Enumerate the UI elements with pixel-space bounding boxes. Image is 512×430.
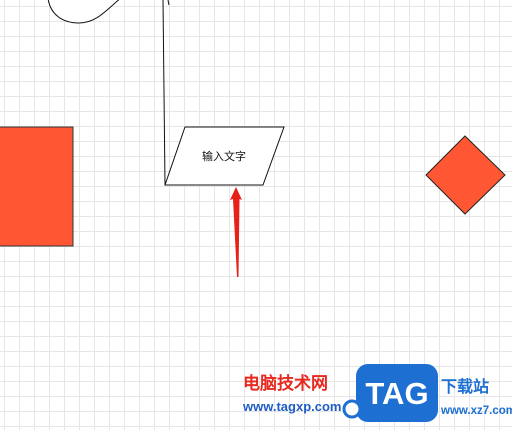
document-shape[interactable] — [47, 0, 121, 24]
tag-logo-icon: TAG — [342, 364, 438, 422]
watermark-logo-url: www.xz7.com — [440, 405, 512, 417]
connector-line[interactable] — [162, 0, 166, 186]
red-up-arrow-icon — [230, 187, 242, 277]
rectangle-shape[interactable] — [0, 126, 74, 247]
watermark: 电脑技术网 www.tagxp.com TAG 下载站 www.xz7.com — [242, 364, 512, 422]
tag-logo-ring — [342, 399, 362, 419]
tag-logo-text: TAG — [365, 376, 428, 411]
watermark-logo-subtitle: 下载站 — [441, 377, 489, 396]
diamond-shape[interactable] — [425, 135, 506, 215]
parallelogram-shape[interactable] — [164, 126, 285, 186]
watermark-site-url: www.tagxp.com — [242, 399, 341, 414]
connector-stub — [167, 0, 170, 6]
parallelogram-node[interactable]: 输入文字 — [164, 126, 285, 186]
watermark-site-name: 电脑技术网 — [243, 373, 328, 394]
parallelogram-label[interactable]: 输入文字 — [202, 149, 246, 163]
tag-logo-badge — [356, 364, 438, 422]
